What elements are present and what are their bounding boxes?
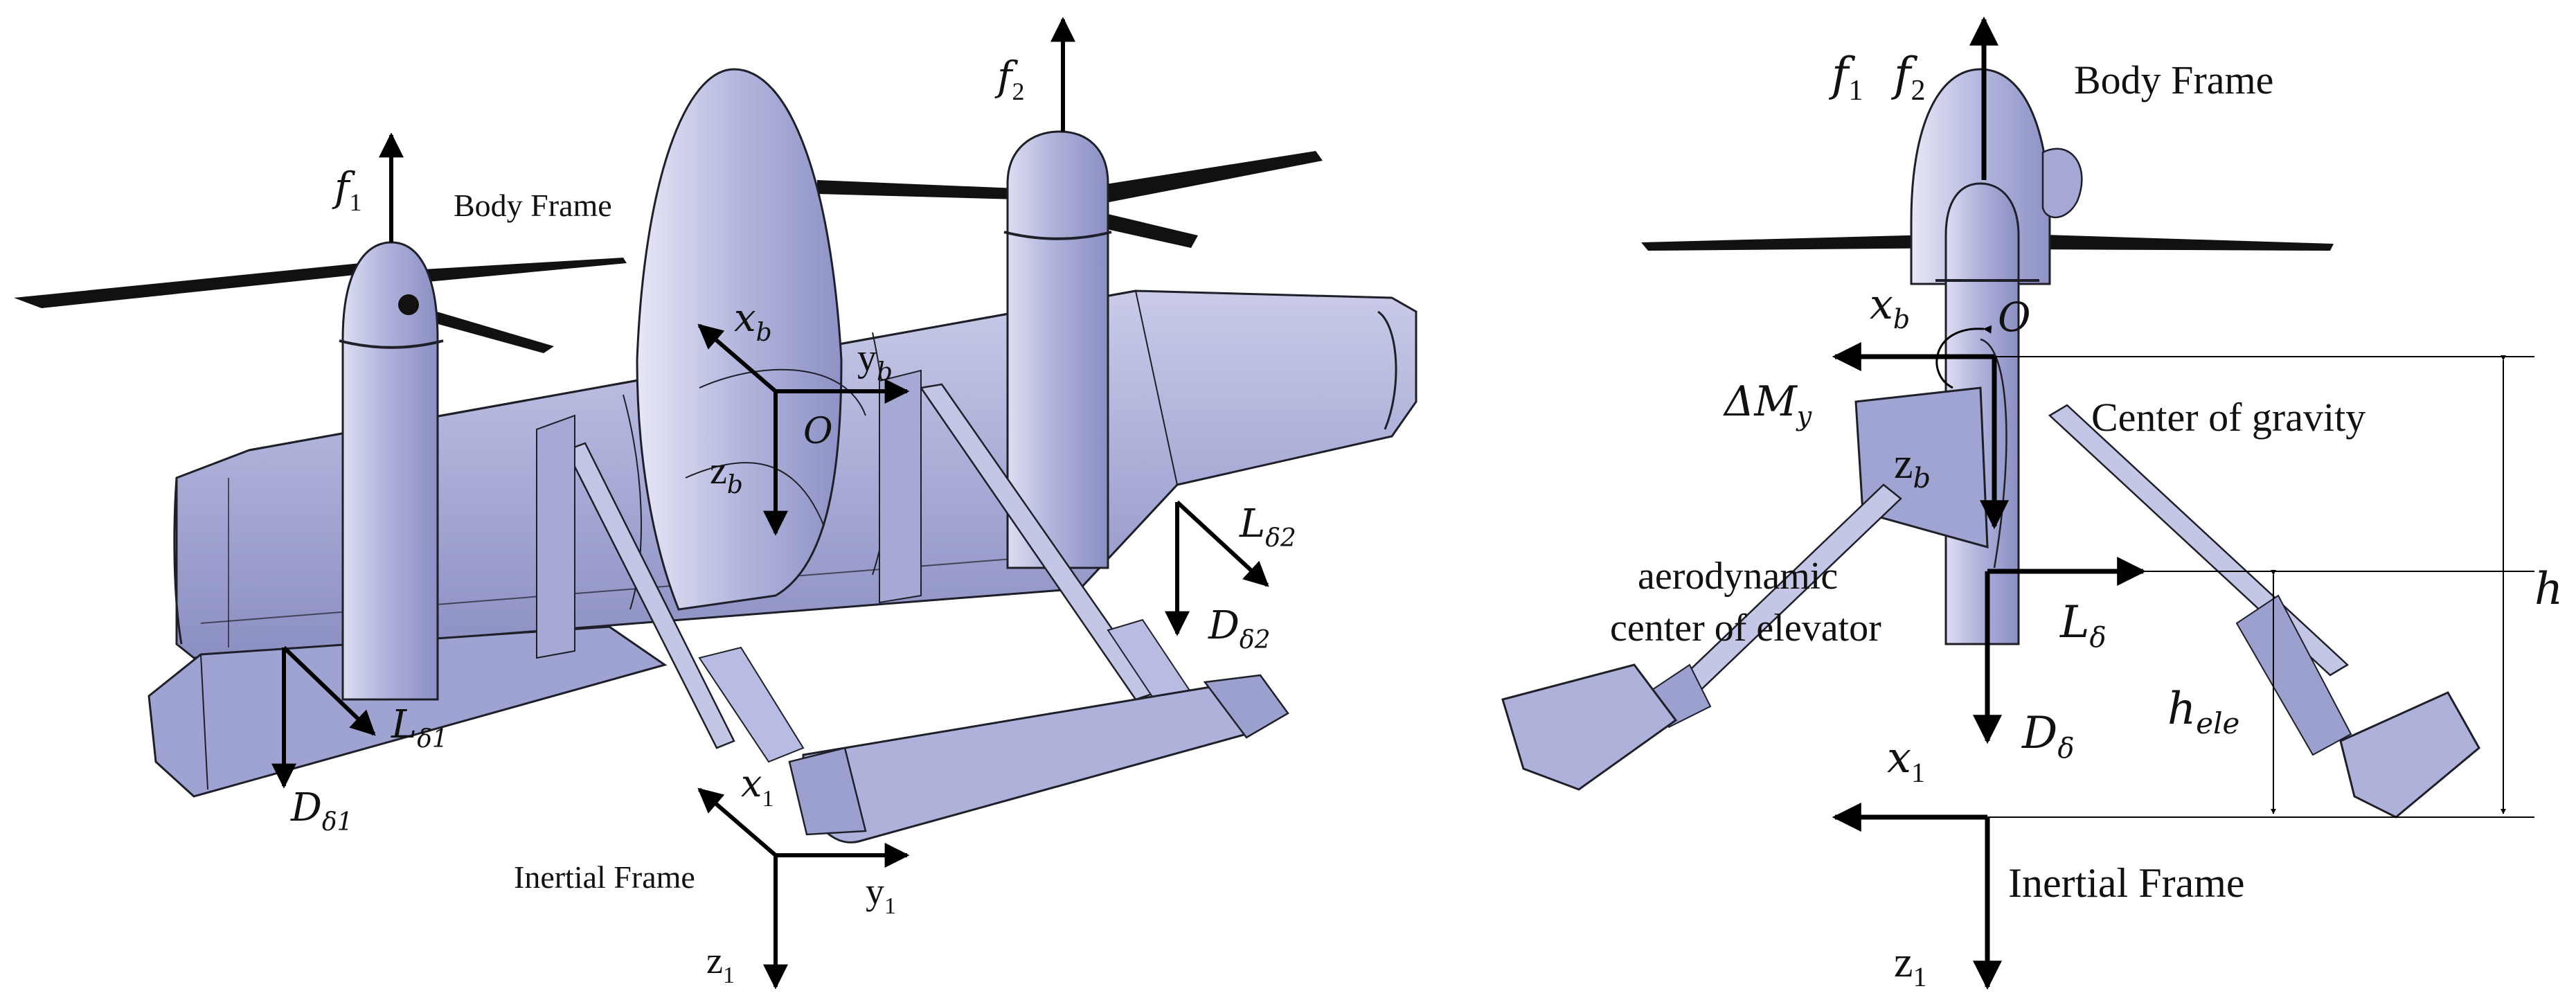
cg-label: Center of gravity [2091, 395, 2365, 440]
origin-label-left: O [803, 411, 833, 452]
L-delta1-label: Lδ1 [391, 702, 448, 753]
aero-center-line2: center of elevator [1610, 607, 1881, 650]
body-frame-label-left: Body Frame [454, 188, 612, 223]
h-ele-label: hele [2167, 684, 2239, 740]
dMy-label: ΔMy [1723, 377, 1812, 431]
D-delta1-label: Dδ1 [290, 785, 352, 837]
left-view: Body Frame Inertial Frame O f1 f2 xb yb … [14, 17, 1417, 990]
z1-label-left: z1 [706, 940, 735, 988]
L-delta1-arrow [282, 645, 376, 736]
inertial-frame-label-front: Inertial Frame [2008, 860, 2245, 906]
origin-label-front: O [1998, 294, 2031, 341]
x1-label-front: x1 [1887, 732, 1925, 788]
xb-axis [697, 323, 777, 393]
L-delta2-label: Lδ2 [1239, 501, 1296, 553]
xb-label-left: xb [734, 296, 772, 347]
aero-center-line1: aerodynamic [1638, 555, 1838, 598]
x1-axis-left [697, 787, 777, 857]
propeller-left [14, 258, 627, 353]
D-delta-label: Dδ [2021, 708, 2074, 765]
body-frame-label-front: Body Frame [2074, 57, 2273, 102]
zb-label-front: zb [1894, 440, 1931, 494]
landing-gear-front [1501, 404, 2480, 819]
f1-label-left: f1 [332, 163, 361, 216]
xb-rotation-arc [1935, 325, 1992, 389]
right-view: f1 f2 Body Frame xb O ΔMy Center of grav… [1501, 16, 2563, 992]
x1-label-left: x1 [741, 762, 773, 812]
landing-gear-left-view [536, 369, 1192, 763]
motor-pod-right [1003, 130, 1112, 569]
D-delta2-label: Dδ2 [1208, 603, 1270, 654]
inertial-frame-label-left: Inertial Frame [514, 859, 695, 895]
f1-label-front: f1 [1828, 48, 1863, 107]
central-dome [636, 68, 866, 611]
f2-label-front: f2 [1890, 48, 1925, 107]
z1-label-front: z1 [1894, 939, 1927, 992]
zb-label-left: zb [710, 449, 743, 499]
h-label: h [2534, 564, 2563, 615]
y1-label-left: y1 [866, 870, 896, 919]
elevator-left [147, 625, 668, 798]
L-delta-label: Lδ [2059, 597, 2107, 654]
landing-skid [788, 674, 1289, 843]
yb-label-left: yb [857, 337, 893, 386]
f2-label-left: f2 [994, 53, 1024, 105]
L-delta2-arrow [1175, 500, 1269, 587]
xb-label-front: xb [1870, 280, 1910, 334]
motor-pod-left [339, 241, 444, 701]
